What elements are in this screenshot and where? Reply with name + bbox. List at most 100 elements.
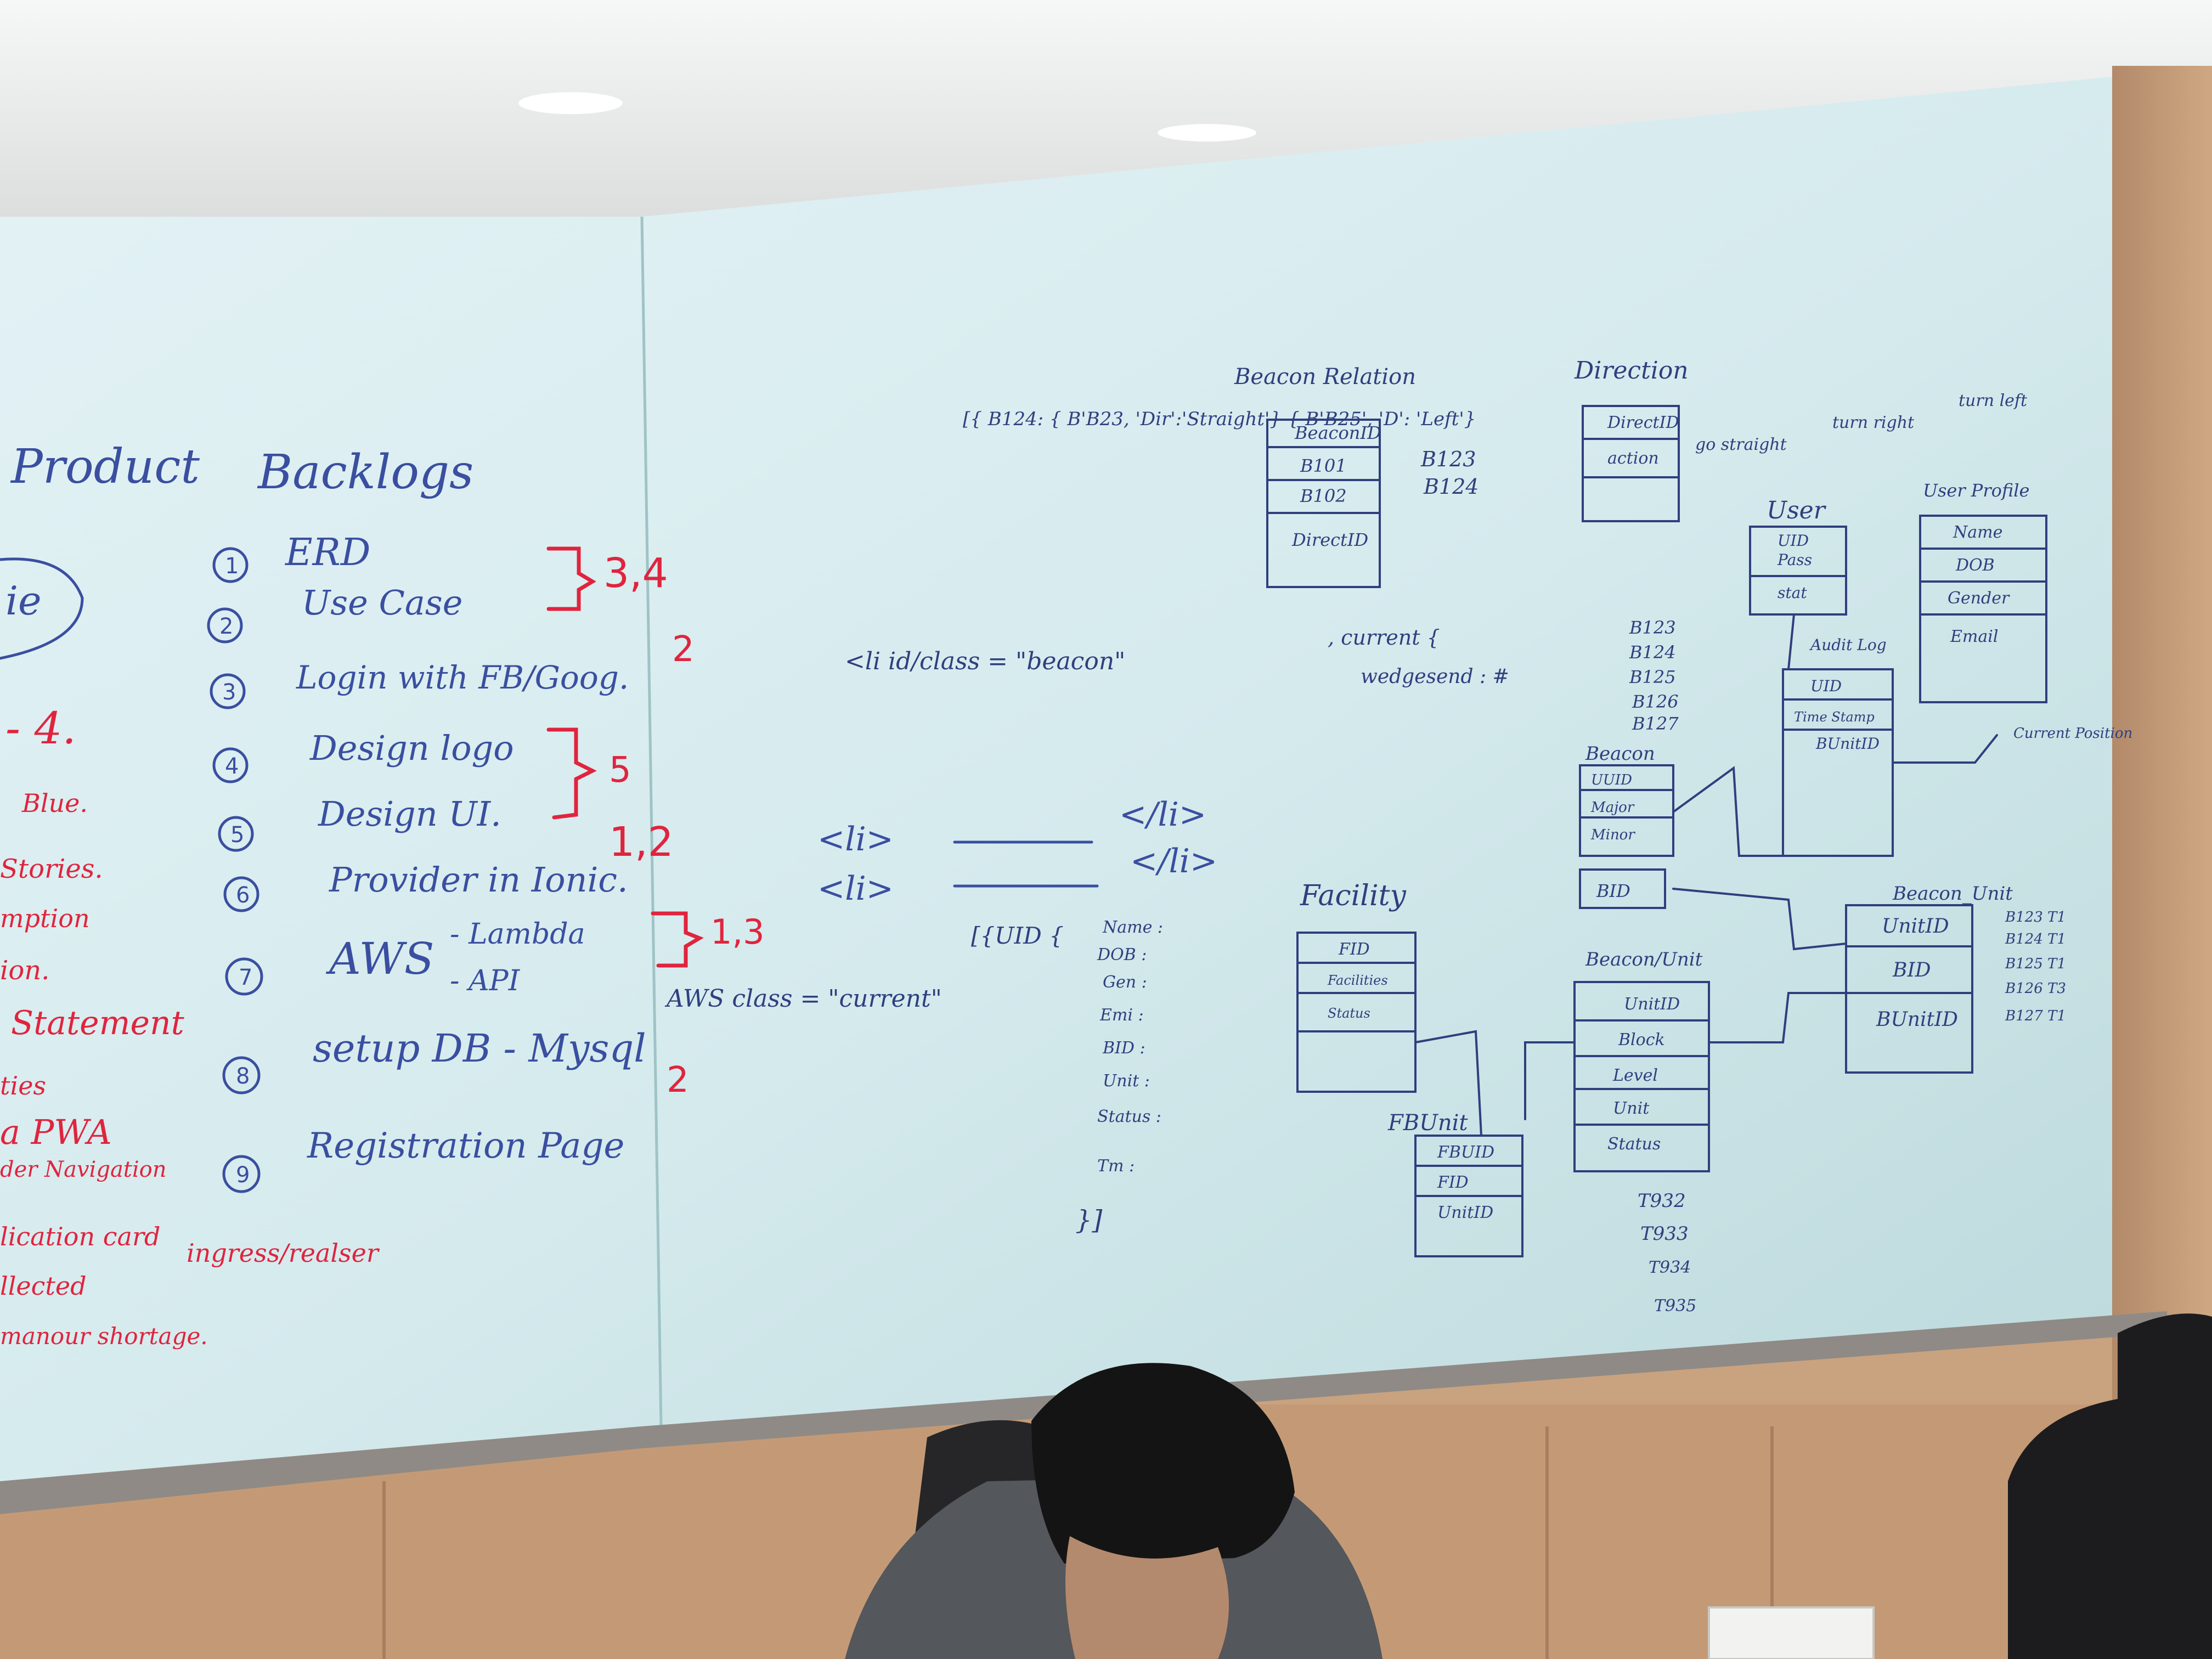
bid-box [1579, 868, 1666, 909]
power-outlet [1708, 1606, 1875, 1659]
red-note: llected [0, 1271, 87, 1301]
field: DOB : [1097, 945, 1147, 964]
fbunit-title: FBUnit [1387, 1110, 1468, 1136]
red-note: ion. [0, 955, 49, 986]
field: DOB [1955, 556, 1995, 575]
red-note: ties [0, 1071, 46, 1101]
list-item: 3 Login with FB/Goog. [210, 659, 629, 709]
code: B126 T3 [2005, 980, 2066, 997]
field: FBUID [1437, 1143, 1494, 1162]
item-label: AWS [325, 933, 435, 984]
item-number: 4 [225, 754, 239, 779]
estimates: 3,4 2 5 1,2 1,3 2 [546, 546, 765, 1101]
li-close: </li> [1130, 842, 1217, 881]
board-title-left: Product [10, 439, 200, 494]
field: UID [1778, 532, 1809, 550]
li-close: </li> [1119, 795, 1206, 834]
field: Pass [1777, 551, 1812, 569]
item-label: Design logo [309, 728, 514, 768]
user-fields: Name : DOB : Gen : Emi : BID : Unit : St… [1097, 918, 1163, 1176]
estimate: 2 [672, 629, 695, 670]
estimate: 2 [667, 1060, 689, 1101]
li-open: <li> [817, 870, 894, 908]
beacon-code: B127 [1632, 713, 1679, 734]
field: Level [1612, 1066, 1658, 1085]
facility-title: Facility [1300, 879, 1406, 912]
list-item: 5 Design UI. [218, 794, 501, 852]
field: Status : [1097, 1107, 1161, 1126]
field: UUID [1591, 772, 1632, 788]
list-item: 2 Use Case [207, 583, 462, 644]
field: B102 [1300, 486, 1347, 506]
red-note: Stories. [0, 854, 103, 884]
board-title-right: Backlogs [257, 445, 473, 500]
field: BeaconID [1294, 422, 1381, 443]
field: Name [1953, 523, 2002, 542]
red-note: lication card [0, 1222, 160, 1251]
red-note: - 4. [5, 703, 76, 754]
item-label: Use Case [302, 583, 462, 623]
beacon-code: B125 [1629, 667, 1676, 687]
red-note: manour shortage. [0, 1323, 208, 1350]
user-title: User [1767, 496, 1827, 524]
field: Emi : [1099, 1006, 1144, 1025]
whiteboard-glass [0, 77, 2112, 1481]
beacon-code: B126 [1632, 691, 1679, 712]
field: B124 [1423, 475, 1479, 499]
wedge-note: wedgesend : # [1361, 665, 1509, 688]
field: Unit : [1103, 1071, 1150, 1091]
brace [546, 546, 596, 611]
field: FID [1338, 940, 1370, 959]
estimate: 5 [609, 750, 631, 791]
field: Status [1607, 1135, 1661, 1154]
red-note: Blue. [21, 788, 88, 818]
facility-table [1296, 932, 1417, 1093]
red-note: a PWA [0, 1112, 112, 1152]
field: stat [1778, 584, 1807, 602]
list-item: 7 AWS - Lambda - API [225, 918, 585, 997]
list-item: 1 ERD [212, 531, 370, 583]
audit-title: Audit Log [1809, 636, 1887, 654]
item-number: 2 [219, 614, 233, 639]
code: B125 T1 [2005, 956, 2066, 972]
profile-title: User Profile [1923, 480, 2029, 501]
erd-diagram: BeaconID B101 B102 DirectID B123 B124 Di… [1266, 357, 2132, 1316]
field: Email [1950, 627, 1998, 646]
beacon-unit-table [1845, 904, 1973, 1074]
person-hair [1031, 1363, 1295, 1564]
li-open: <li> [817, 820, 894, 859]
field: BID : [1102, 1039, 1146, 1058]
list-item: 4 Design logo [212, 728, 514, 783]
field: UnitID [1624, 995, 1680, 1014]
aws-class: AWS class = "current" [664, 985, 942, 1013]
aws-sub-item: - API [450, 964, 521, 997]
code: T933 [1640, 1223, 1689, 1245]
field: DirectID [1607, 413, 1679, 432]
list-item: 6 Provider in Ionic. [223, 860, 628, 912]
current-note: , current { [1328, 625, 1440, 650]
field: Name : [1102, 918, 1163, 937]
current-position-label: Current Position [2013, 725, 2132, 742]
direction-option: turn right [1832, 413, 1915, 432]
item-label: ERD [284, 531, 370, 574]
field: Block [1618, 1030, 1665, 1049]
list-item: 9 Registration Page [222, 1126, 624, 1193]
item-label: Design UI. [318, 794, 501, 834]
bunit-table [1573, 981, 1710, 1172]
red-note: ingress/realser [187, 1238, 380, 1268]
field: BID [1596, 881, 1630, 901]
beacon-title: Beacon [1585, 743, 1655, 765]
li-id: <li id/class = "beacon" [845, 647, 1125, 675]
item-number: 6 [236, 883, 250, 908]
user-table [1749, 526, 1847, 616]
field: Gen : [1103, 973, 1147, 992]
item-number: 3 [222, 680, 236, 705]
field: B123 [1420, 447, 1476, 471]
uid-block: [{UID { [971, 922, 1064, 949]
code-close: }] [1075, 1205, 1103, 1235]
field: UnitID [1437, 1203, 1493, 1222]
field: DirectID [1291, 529, 1368, 550]
field: UID [1810, 677, 1842, 695]
direction-title: Direction [1574, 357, 1689, 385]
direction-table [1582, 405, 1680, 522]
